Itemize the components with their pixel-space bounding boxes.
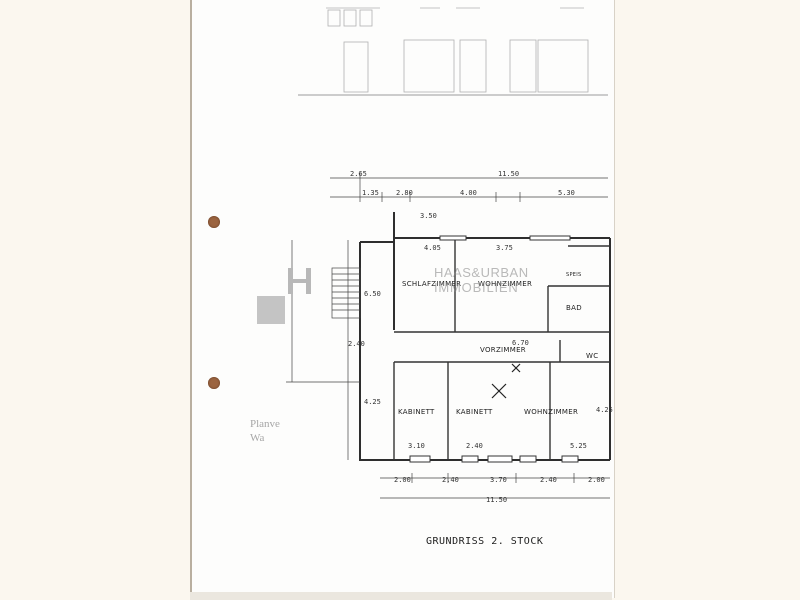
top-dimension-chain <box>330 173 608 202</box>
dim-top-d: 5.30 <box>558 189 575 197</box>
punch-hole-top <box>208 216 220 228</box>
dim-inner-c: 3.75 <box>496 244 513 252</box>
bottom-dimension-chain <box>380 473 610 499</box>
watermark-brand-line1: HAAS&URBAN <box>434 265 529 280</box>
dim-top-a: 1.35 <box>362 189 379 197</box>
plan-caption: GRUNDRISS 2. STOCK <box>426 536 544 547</box>
dim-top-left: 2.65 <box>350 170 367 178</box>
dim-top-b: 2.80 <box>396 189 413 197</box>
dim-bottom-d: 2.40 <box>540 476 557 484</box>
dim-left-b: 6.50 <box>364 290 381 298</box>
dim-mid-b: 2.40 <box>466 442 483 450</box>
staircase <box>331 267 361 319</box>
elevation-sketch <box>298 7 608 96</box>
sheet-bottom-edge <box>190 592 612 600</box>
dim-inner-a: 3.50 <box>420 212 437 220</box>
dim-inner-b: 4.05 <box>424 244 441 252</box>
dim-left-c: 4.25 <box>364 398 381 406</box>
room-bad: BAD <box>566 304 582 312</box>
dim-bottom-b: 2.40 <box>442 476 459 484</box>
dim-mid-c: 5.25 <box>570 442 587 450</box>
dim-bottom-total: 11.50 <box>486 496 507 504</box>
punch-hole-bottom <box>208 377 220 389</box>
watermark-logo-icon <box>288 268 311 294</box>
dim-bottom-c: 3.70 <box>490 476 507 484</box>
faded-label-1: Planve <box>250 418 280 430</box>
room-kabinett-2: KABINETT <box>456 408 493 416</box>
room-wohnzimmer: WOHNZIMMER <box>524 408 578 416</box>
chimney-cross <box>491 363 521 399</box>
room-vorzimmer: VORZIMMER <box>480 346 526 354</box>
watermark-brand-line2: IMMOBILIEN <box>434 280 519 295</box>
faded-label-2: Wa <box>250 432 265 444</box>
dim-left-a: 2.40 <box>348 340 365 348</box>
room-wohnzimmer-top: WOHNZIMMER <box>478 280 532 288</box>
dim-bottom-a: 2.00 <box>394 476 411 484</box>
dim-vorzimmer-w: 6.70 <box>512 339 529 347</box>
room-wc: WC <box>586 352 598 360</box>
room-kabinett-1: KABINETT <box>398 408 435 416</box>
room-speis: SPEIS <box>566 272 582 278</box>
dim-top-c: 4.00 <box>460 189 477 197</box>
left-dimension-chain <box>286 240 360 460</box>
dim-mid-a: 3.10 <box>408 442 425 450</box>
interior-walls <box>393 238 610 460</box>
outer-walls <box>359 212 611 461</box>
watermark-square <box>257 296 285 324</box>
dim-bottom-e: 2.00 <box>588 476 605 484</box>
windows <box>409 235 579 463</box>
dim-top-total: 11.50 <box>498 170 519 178</box>
room-schlafzimmer: SCHLAFZIMMER <box>402 280 461 288</box>
dim-right-a: 4.25 <box>596 406 613 414</box>
